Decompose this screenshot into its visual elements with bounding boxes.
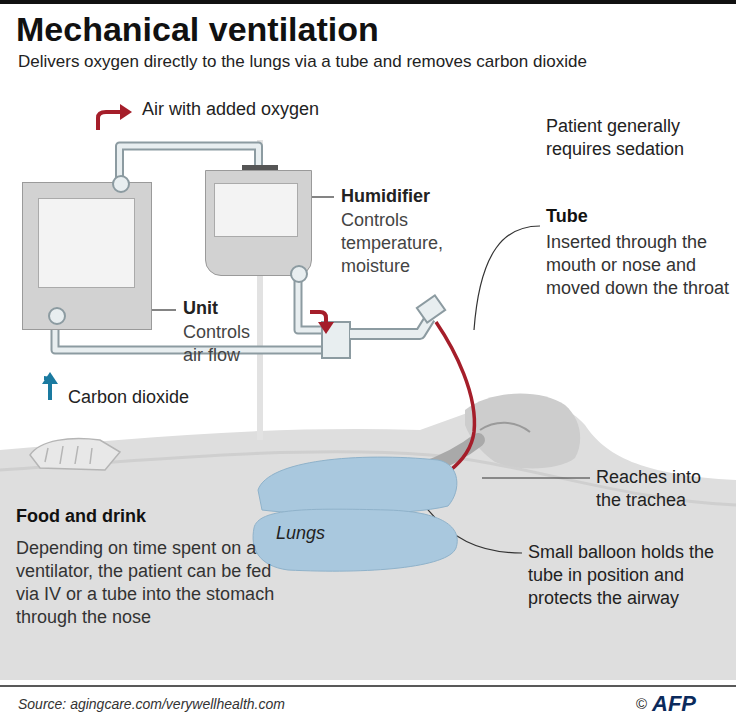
humidifier-box: HumidifierControls temperature, moisture — [205, 170, 312, 276]
annotation: Patient generally requires sedation — [546, 115, 731, 161]
humidifier-leader — [312, 196, 334, 197]
tube-port — [112, 175, 130, 193]
supply-tube-outline — [298, 276, 325, 330]
source-caption: Source: agingcare.com/verywellhealth.com — [18, 695, 285, 713]
co2-arrowhead — [42, 372, 58, 384]
upper-lung — [258, 457, 457, 514]
unit-screen — [38, 198, 135, 288]
node-heading: Lungs — [276, 522, 325, 545]
lungs-outline — [248, 450, 464, 576]
lower-lung — [253, 509, 457, 571]
annotation: Carbon dioxide — [68, 386, 189, 409]
oxygen-arrow — [98, 112, 122, 130]
annotation: Depending on time spent on a ventilator,… — [16, 537, 296, 629]
oxygen-arrowhead — [120, 104, 132, 120]
humidifier-cap — [242, 165, 278, 170]
tube-port — [48, 307, 66, 325]
top-bar — [0, 0, 736, 4]
patient-body — [0, 401, 736, 680]
annotation: Small balloon holds the tube in position… — [528, 541, 733, 610]
edge-label: Air with added oxygen — [142, 98, 319, 121]
tube-port — [290, 265, 308, 283]
trachea-leader — [482, 477, 590, 478]
tube-mount — [417, 295, 445, 322]
elbow — [350, 318, 430, 334]
annotation: © — [636, 695, 647, 713]
tube-leader — [474, 226, 540, 330]
annotation: Reaches into the trachea — [596, 466, 731, 512]
face-line — [480, 423, 530, 432]
annotation: Tube — [546, 205, 588, 228]
node-heading: Unit — [183, 297, 218, 320]
patient-hand — [30, 439, 120, 470]
supply-arrowhead — [318, 322, 334, 334]
lungs-shape: Lungs — [248, 450, 464, 576]
subtitle: Delivers oxygen directly to the lungs vi… — [18, 50, 733, 73]
unit-leader — [152, 309, 176, 310]
node-heading: Humidifier — [341, 185, 430, 208]
node-description: Controls temperature, moisture — [341, 209, 461, 278]
supply-tube — [298, 276, 325, 330]
elbow-outline — [350, 318, 430, 334]
ventilator-unit: UnitControls air flow — [22, 182, 152, 330]
annotation: Food and drink — [16, 505, 146, 528]
fingers — [45, 446, 92, 464]
annotation: AFP — [652, 691, 696, 717]
annotation: Inserted through the mouth or nose and m… — [546, 231, 732, 300]
patient-head — [465, 394, 580, 469]
humidifier-window — [214, 183, 298, 237]
node-description: Controls air flow — [183, 321, 273, 367]
footer-rule — [0, 685, 736, 687]
title: Mechanical ventilation — [16, 10, 379, 48]
